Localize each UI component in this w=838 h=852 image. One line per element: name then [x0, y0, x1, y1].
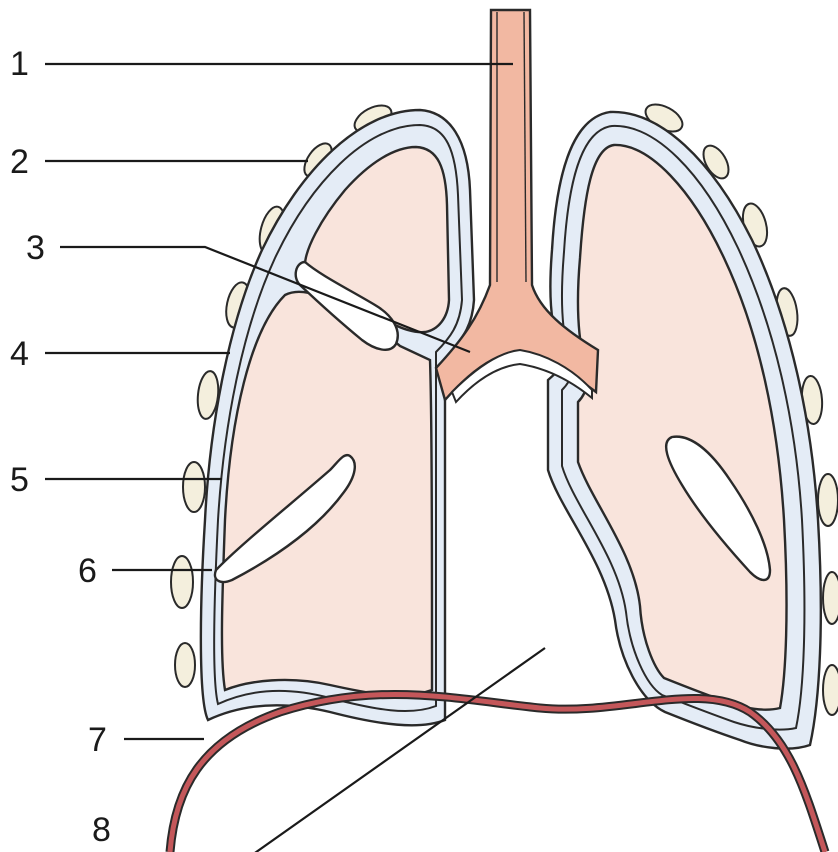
- label-8: 8: [92, 811, 111, 849]
- label-4: 4: [10, 335, 29, 373]
- label-5: 5: [10, 461, 29, 499]
- rib: [183, 462, 205, 512]
- rib: [818, 474, 838, 526]
- rib: [171, 556, 193, 608]
- rib: [175, 643, 195, 687]
- label-3: 3: [26, 229, 45, 267]
- label-1: 1: [10, 45, 29, 83]
- rib: [823, 665, 838, 715]
- rib: [823, 572, 838, 624]
- label-2: 2: [10, 143, 29, 181]
- label-7: 7: [88, 721, 107, 759]
- number-labels: 1 2 3 4 5 6 7 8: [10, 45, 111, 849]
- label-6: 6: [78, 552, 97, 590]
